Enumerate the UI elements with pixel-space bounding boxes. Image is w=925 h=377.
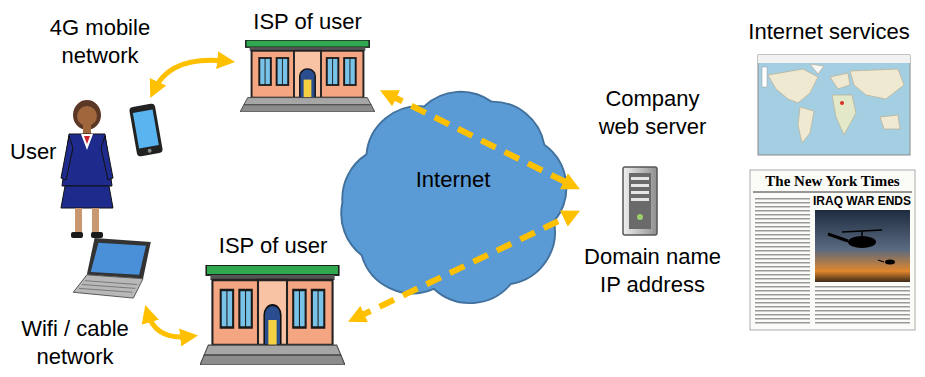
person-figure-part [62,134,112,186]
user-node: User [5,98,170,305]
isp-building [240,40,375,112]
isp-building [200,265,345,365]
laptop-icon-part [85,281,137,285]
laptop-icon-part [91,243,146,275]
server-label: Company web server [590,85,715,140]
newspaper-masthead: The New York Times [750,172,915,190]
phone-icon-part [147,148,152,153]
map-screenshot-part [830,73,850,89]
server-icon-part [631,191,649,194]
server-icon-part [629,173,651,229]
person-figure-part [61,186,113,208]
isp-building-part [200,265,345,365]
cloud-label: Internet [328,166,578,194]
newspaper-page-part [815,210,910,282]
person-figure-part [81,134,93,150]
internet-cloud: Internet [328,68,578,308]
isp-node: ISP of user [235,8,380,112]
phone-icon-part [129,103,163,157]
server-icon-part [631,177,649,180]
laptop-icon-part [73,275,143,298]
newspaper-page-part [753,192,912,193]
phone-icon-part [129,103,163,157]
newspaper-page-part [861,231,863,236]
web-server-node: Company web serverDomain name IP address [580,85,725,302]
phone-icon [126,101,166,159]
section-heading: Internet services [735,18,923,46]
user-label: User [10,138,70,166]
map-screenshot-part [850,69,904,99]
person-figure-part [77,106,97,126]
map-screenshot [758,55,910,155]
laptop-icon [72,238,154,301]
server-icon-part [637,214,643,220]
map-screenshot-part [758,55,910,155]
cloud-outline [341,92,566,303]
map-screenshot-part [798,107,814,143]
server-icon [615,165,665,237]
map-screenshot-part [832,95,856,135]
newspaper-headline: IRAQ WAR ENDS [812,194,912,208]
person-figure-part [91,232,103,238]
map-screenshot-part [768,69,818,103]
laptop-icon-part [87,238,151,279]
isp-building-part [240,40,375,112]
network-link-arrow [154,60,226,90]
newspaper-page-part [828,234,848,241]
newspaper-page-part [878,260,884,262]
map-screenshot-part [762,67,767,87]
laptop-icon-part [82,285,135,289]
person-figure [55,98,120,240]
person-figure-part [71,232,83,238]
laptop-icon-part [79,288,132,292]
person-figure-part [84,136,90,144]
server-icon-part [623,167,657,235]
person-figure-part [73,100,101,130]
server-icon-part [631,198,649,201]
person-figure-part [75,208,82,233]
phone-icon-part [133,110,159,149]
newspaper-page-part [755,196,810,325]
newspaper-page-part [815,286,910,326]
person-figure-part [101,136,113,180]
network-label: 4G mobile network [35,14,165,69]
network-label: Wifi / cable network [10,315,140,370]
map-screenshot-part [840,101,844,105]
person-figure-part [92,208,99,233]
server-address-label: Domain name IP address [580,243,725,298]
map-screenshot-part [810,64,824,74]
newspaper-page-part [848,236,876,248]
isp-label: ISP of user [235,8,380,36]
isp-node: ISP of user [198,232,348,368]
person-figure-part [61,136,73,180]
map-screenshot-part [880,115,900,129]
isp-label: ISP of user [198,232,348,260]
server-icon-part [631,184,649,187]
newspaper-page-part [750,170,915,330]
map-screenshot-part [758,55,910,63]
network-link-arrow [148,314,189,337]
newspaper-page-part [885,260,895,265]
